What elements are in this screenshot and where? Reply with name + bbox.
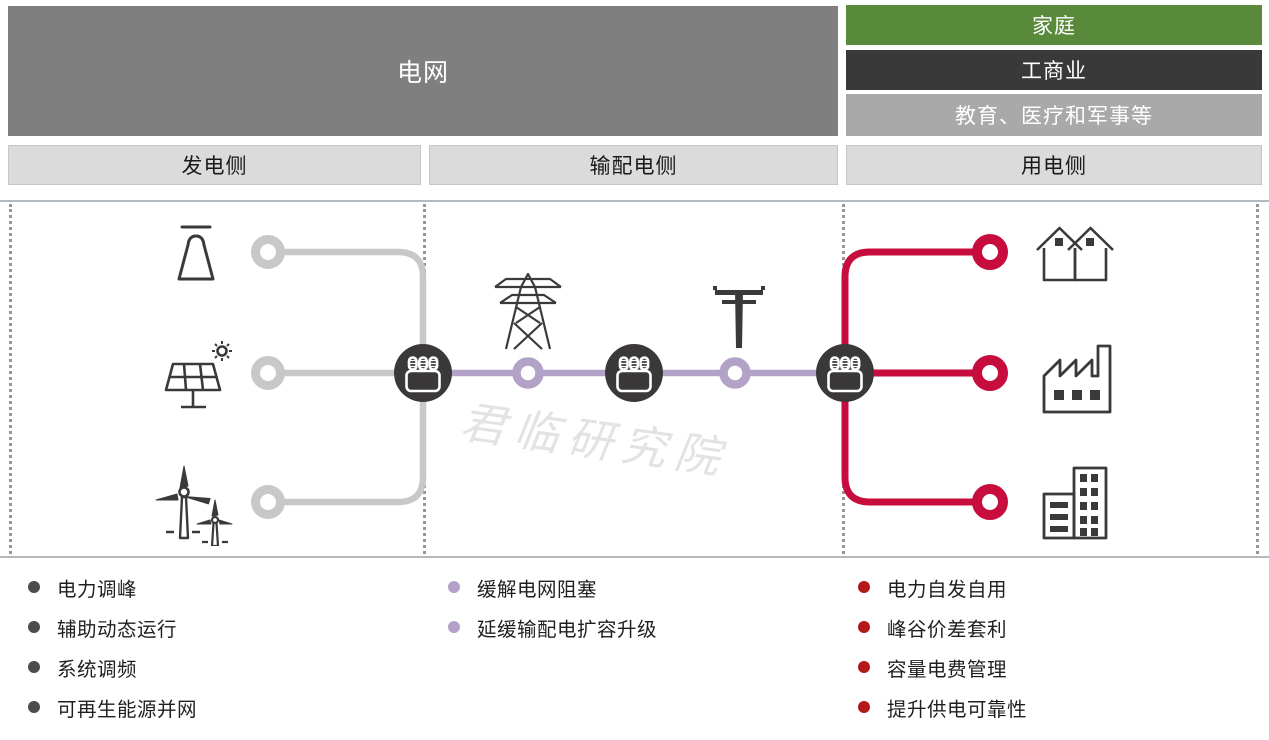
bullet-icon xyxy=(448,621,460,633)
segment-home-label: 家庭 xyxy=(1032,14,1076,38)
utility-pole-icon xyxy=(713,286,765,348)
benefit-label: 缓解电网阻塞 xyxy=(477,579,598,601)
section-generation: 发电侧 xyxy=(8,145,421,185)
list-item: 电力调峰 xyxy=(28,567,197,607)
list-item: 容量电费管理 xyxy=(858,647,1027,687)
grid-header-label: 电网 xyxy=(396,60,449,87)
list-item: 提升供电可靠性 xyxy=(858,687,1027,727)
bullet-icon xyxy=(28,661,40,673)
list-item: 可再生能源并网 xyxy=(28,687,197,727)
connector-network xyxy=(251,234,1008,520)
benefit-label: 峰谷价差套利 xyxy=(887,619,1008,641)
benefit-label: 提升供电可靠性 xyxy=(887,699,1028,721)
bullet-icon xyxy=(28,701,40,713)
list-item: 峰谷价差套利 xyxy=(858,607,1027,647)
bullet-icon xyxy=(28,581,40,593)
houses-icon xyxy=(1036,226,1114,282)
battery-storage-icon xyxy=(814,342,876,404)
cooling-tower-icon xyxy=(177,225,215,281)
list-item: 辅助动态运行 xyxy=(28,607,197,647)
diagram-top-border xyxy=(0,200,1269,202)
benefit-label: 辅助动态运行 xyxy=(57,619,178,641)
office-building-icon xyxy=(1042,466,1108,540)
benefit-label: 延缓输配电扩容升级 xyxy=(477,619,658,641)
section-consumption-label: 用电侧 xyxy=(1021,154,1087,178)
consumption-ring-icons xyxy=(972,234,1008,520)
diagram-bottom-border xyxy=(0,556,1269,558)
segment-industry-label: 工商业 xyxy=(1021,59,1087,83)
list-item: 缓解电网阻塞 xyxy=(448,567,657,607)
benefit-label: 可再生能源并网 xyxy=(57,699,198,721)
generation-ring-icons xyxy=(251,235,285,519)
battery-storage-icon xyxy=(392,342,454,404)
bullet-icon xyxy=(858,661,870,673)
benefit-label: 容量电费管理 xyxy=(887,659,1008,681)
segment-public-label: 教育、医疗和军事等 xyxy=(955,104,1153,128)
bullet-icon xyxy=(858,621,870,633)
list-item: 延缓输配电扩容升级 xyxy=(448,607,657,647)
dotted-divider-left xyxy=(9,204,12,554)
section-transmission-label: 输配电侧 xyxy=(589,154,678,178)
transmission-tower-icon xyxy=(494,272,562,350)
list-item: 电力自发自用 xyxy=(858,567,1027,607)
dotted-divider-right xyxy=(1256,204,1259,554)
bullet-icon xyxy=(858,581,870,593)
segment-public: 教育、医疗和军事等 xyxy=(846,94,1262,136)
bullet-icon xyxy=(858,701,870,713)
transmission-ring-icons xyxy=(512,357,751,389)
benefits-transmission-list: 缓解电网阻塞 延缓输配电扩容升级 xyxy=(448,567,657,647)
section-consumption: 用电侧 xyxy=(846,145,1262,185)
segment-industry: 工商业 xyxy=(846,50,1262,90)
factory-icon xyxy=(1042,344,1112,414)
benefit-label: 系统调频 xyxy=(57,659,138,681)
segment-home: 家庭 xyxy=(846,5,1262,45)
solar-panel-icon xyxy=(164,341,232,409)
grid-header: 电网 xyxy=(8,6,838,136)
battery-storage-icon xyxy=(603,342,665,404)
benefits-generation-list: 电力调峰 辅助动态运行 系统调频 可再生能源并网 xyxy=(28,567,197,727)
list-item: 系统调频 xyxy=(28,647,197,687)
bullet-icon xyxy=(448,581,460,593)
section-generation-label: 发电侧 xyxy=(181,154,248,178)
wind-turbine-icon xyxy=(155,465,233,546)
benefits-consumption-list: 电力自发自用 峰谷价差套利 容量电费管理 提升供电可靠性 xyxy=(858,567,1027,727)
section-transmission: 输配电侧 xyxy=(429,145,838,185)
bullet-icon xyxy=(28,621,40,633)
benefit-label: 电力自发自用 xyxy=(887,579,1008,601)
benefit-label: 电力调峰 xyxy=(57,579,138,601)
